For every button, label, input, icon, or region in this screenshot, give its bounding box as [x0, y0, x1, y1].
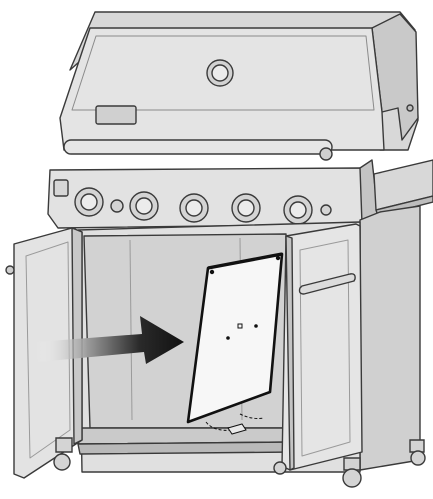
lid-front-face: [60, 28, 384, 150]
grill-lid: [60, 12, 418, 160]
caster-small-wheel: [274, 462, 286, 474]
knob-6-icon: [321, 205, 331, 215]
ignition-plate: [54, 180, 68, 196]
lid-bolt-icon: [407, 105, 413, 111]
caster-front-left: [56, 438, 72, 452]
lid-handle-bar: [64, 140, 332, 154]
lid-handle-cap-right: [320, 148, 332, 160]
right-side-shelf: [374, 160, 433, 216]
control-panel: [48, 160, 378, 228]
cabinet-right-wall: [360, 206, 420, 470]
caster-front-right: [344, 458, 360, 470]
caster-back-right: [410, 440, 424, 452]
door-hinge-icon: [6, 266, 14, 274]
lid-name-plate: [96, 106, 136, 124]
right-cabinet-door: [282, 224, 362, 470]
ignition-button-icon: [111, 200, 123, 212]
